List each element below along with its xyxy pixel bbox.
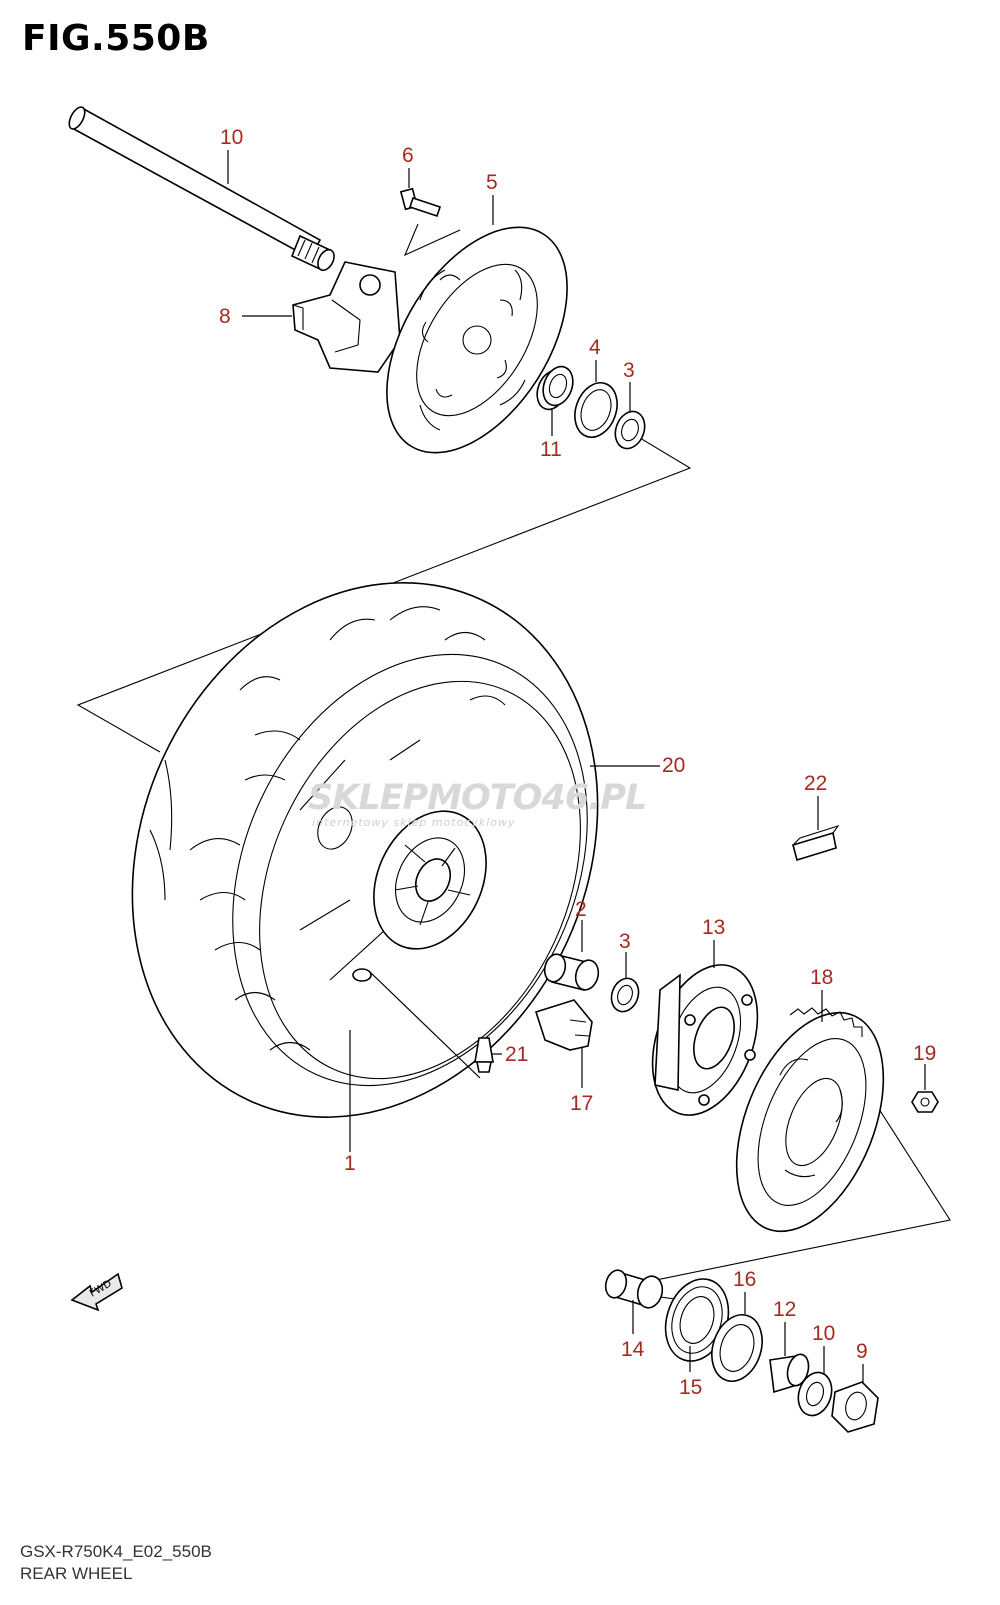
part-sprocket-carrier bbox=[651, 964, 759, 1116]
callout-bearing-right: 3 bbox=[619, 930, 631, 953]
part-axle-nut bbox=[831, 1381, 879, 1433]
callout-oil-seal-right: 16 bbox=[733, 1268, 756, 1291]
leader-lines bbox=[227, 150, 926, 1384]
callout-valve: 21 bbox=[505, 1043, 528, 1066]
watermark: SKLEPMOTO46.PL internetowy sklep motocyk… bbox=[308, 780, 678, 829]
callout-wheel: 1 bbox=[344, 1152, 356, 1175]
callout-brake-disc: 5 bbox=[486, 171, 498, 194]
callout-oil-seal-left: 4 bbox=[589, 336, 601, 359]
part-bearing-right bbox=[610, 977, 640, 1013]
watermark-text: SKLEPMOTO46.PL bbox=[308, 778, 647, 818]
figure-caption: REAR WHEEL bbox=[20, 1564, 133, 1583]
part-rear-wheel-tire bbox=[131, 582, 599, 1118]
callout-rear-sprocket: 18 bbox=[810, 966, 833, 989]
part-bolt bbox=[399, 187, 442, 218]
watermark-tagline: internetowy sklep motocyklowy bbox=[312, 816, 516, 829]
callout-labels: 10 6 5 8 4 3 11 20 22 2 3 13 18 19 21 17… bbox=[219, 126, 936, 1399]
part-tire-valve bbox=[474, 1037, 494, 1073]
callout-sprocket-carrier: 13 bbox=[702, 916, 725, 939]
part-sprocket-nut bbox=[911, 1091, 939, 1113]
part-bearing-left bbox=[614, 410, 646, 450]
callout-washer: 10 bbox=[812, 1322, 835, 1345]
callout-tire: 20 bbox=[662, 754, 685, 777]
callout-spacer: 11 bbox=[540, 438, 562, 461]
part-collar bbox=[604, 1269, 664, 1309]
callout-bearing-left: 3 bbox=[623, 359, 635, 382]
part-spacer bbox=[536, 365, 574, 411]
figure-title: FIG.550B bbox=[22, 18, 210, 59]
part-oil-seal-left bbox=[574, 382, 618, 438]
part-caliper-bracket bbox=[292, 261, 401, 373]
callout-cush-damper: 17 bbox=[570, 1092, 593, 1115]
part-rear-sprocket bbox=[735, 1007, 885, 1233]
callout-sprocket-nut: 19 bbox=[913, 1042, 936, 1065]
part-axle bbox=[68, 106, 335, 272]
part-balancer bbox=[792, 824, 840, 862]
part-spacer-outer bbox=[769, 1353, 810, 1394]
part-spacer-right bbox=[543, 953, 600, 991]
part-bearing-hub bbox=[664, 1278, 730, 1362]
callout-bolt: 6 bbox=[402, 144, 414, 167]
callout-spacer-outer: 12 bbox=[773, 1298, 796, 1321]
callout-axle-nut: 9 bbox=[856, 1340, 868, 1363]
callout-axle: 10 bbox=[220, 126, 243, 149]
model-code: GSX-R750K4_E02_550B bbox=[20, 1542, 212, 1561]
callout-caliper-bracket: 8 bbox=[219, 305, 231, 328]
callout-collar: 14 bbox=[621, 1338, 645, 1361]
callout-bearing-hub: 15 bbox=[679, 1376, 702, 1399]
part-cush-damper bbox=[534, 999, 593, 1051]
fwd-arrow-icon: FWD bbox=[70, 1272, 123, 1312]
part-brake-disc bbox=[386, 226, 568, 454]
callout-balancer: 22 bbox=[804, 772, 827, 795]
part-washer bbox=[797, 1371, 833, 1417]
callout-spacer-right: 2 bbox=[575, 898, 587, 921]
part-oil-seal-right bbox=[711, 1314, 763, 1382]
